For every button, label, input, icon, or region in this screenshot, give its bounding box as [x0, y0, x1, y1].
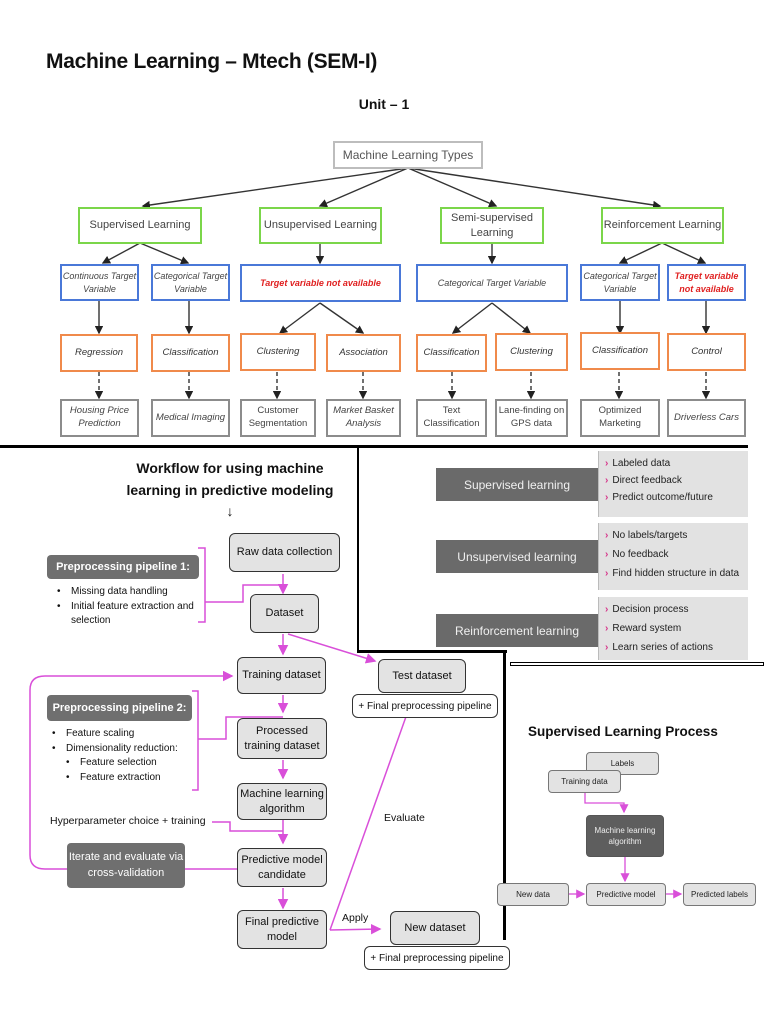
step-dataset: Dataset [250, 594, 319, 633]
step-new-dataset: New dataset [390, 911, 480, 945]
category-supervised: Supervised Learning [78, 207, 202, 244]
chevron-right-icon: › [605, 623, 609, 634]
task-control: Control [667, 333, 746, 371]
apply-label: Apply [342, 912, 369, 924]
example-housing-price: Housing Price Prediction [60, 399, 139, 437]
step-model-candidate: Predictive model candidate [237, 848, 327, 887]
chevron-right-icon: › [605, 475, 609, 486]
pipeline2-label: Preprocessing pipeline 2: [47, 695, 192, 721]
example-customer-segmentation: Customer Segmentation [240, 399, 316, 437]
chevron-right-icon: › [605, 604, 609, 615]
chevron-right-icon: › [605, 549, 609, 560]
step-raw-data: Raw data collection [229, 533, 340, 572]
target-not-available-rl: Target variable not available [667, 264, 746, 301]
target-categorical: Categorical Target Variable [151, 264, 230, 301]
list-item: Feature extraction [52, 771, 202, 786]
unit-heading: Unit – 1 [358, 96, 410, 112]
list-item: Feature selection [52, 756, 202, 771]
target-not-available: Target variable not available [240, 264, 401, 302]
step-ml-algorithm: Machine learning algorithm [237, 783, 327, 820]
type-reinforcement: Reinforcement learning [436, 614, 598, 647]
evaluate-label: Evaluate [384, 812, 425, 824]
task-clustering: Clustering [240, 333, 316, 371]
task-association: Association [326, 334, 401, 372]
list-item: ›Direct feedback [605, 475, 682, 486]
example-driverless-cars: Driverless Cars [667, 399, 746, 437]
type-unsupervised-points: ›No labels/targets ›No feedback ›Find hi… [598, 523, 748, 590]
example-lane-finding: Lane-finding on GPS data [495, 399, 568, 437]
slp-title: Supervised Learning Process [528, 724, 718, 739]
task-classification-semi: Classification [416, 334, 487, 372]
frame-line [503, 650, 506, 940]
example-market-basket: Market Basket Analysis [326, 399, 401, 437]
category-reinforcement: Reinforcement Learning [601, 207, 724, 244]
list-item: ›Find hidden structure in data [605, 568, 740, 579]
page-title: Machine Learning – Mtech (SEM-I) [46, 50, 378, 73]
example-text-classification: Text Classification [416, 399, 487, 437]
test-pipeline: + Final preprocessing pipeline [352, 694, 498, 718]
pipeline1-label: Preprocessing pipeline 1: [47, 555, 199, 579]
chevron-right-icon: › [605, 458, 609, 469]
chevron-right-icon: › [605, 492, 609, 503]
step-test-dataset: Test dataset [378, 659, 466, 693]
target-continuous: Continuous Target Variable [60, 264, 139, 301]
frame-line [357, 650, 507, 653]
list-item: Missing data handling [57, 585, 197, 600]
step-processed-dataset: Processed training dataset [237, 718, 327, 759]
chevron-right-icon: › [605, 642, 609, 653]
list-item: ›Predict outcome/future [605, 492, 713, 503]
step-final-model: Final predictive model [237, 910, 327, 949]
type-reinforcement-points: ›Decision process ›Reward system ›Learn … [598, 597, 748, 660]
frame-line [510, 662, 764, 666]
type-unsupervised: Unsupervised learning [436, 540, 598, 573]
slp-ml-algorithm: Machine learning algorithm [586, 815, 664, 857]
category-unsupervised: Unsupervised Learning [259, 207, 382, 244]
pipeline2-list: Feature scaling Dimensionality reduction… [52, 727, 202, 785]
type-supervised-points: ›Labeled data ›Direct feedback ›Predict … [598, 451, 748, 517]
task-classification-rl: Classification [580, 332, 660, 370]
slp-new-data: New data [497, 883, 569, 906]
chevron-right-icon: › [605, 530, 609, 541]
hyperparameter-label: Hyperparameter choice + training [50, 815, 206, 827]
task-regression: Regression [60, 334, 138, 372]
list-item: Initial feature extraction and selection [57, 600, 197, 629]
slp-labels: Labels [586, 752, 659, 775]
target-categorical-semi: Categorical Target Variable [416, 264, 568, 302]
example-medical-imaging: Medical Imaging [151, 399, 230, 437]
list-item: Dimensionality reduction: [52, 742, 202, 757]
arrow-down-icon: ↓ [226, 503, 234, 520]
list-item: ›No labels/targets [605, 530, 688, 541]
slp-predictive-model: Predictive model [586, 883, 666, 906]
target-categorical-rl: Categorical Target Variable [580, 264, 660, 301]
pipeline1-list: Missing data handling Initial feature ex… [57, 585, 197, 629]
chevron-right-icon: › [605, 568, 609, 579]
step-training-dataset: Training dataset [237, 657, 326, 694]
workflow-title: Workflow for using machine learning in p… [95, 458, 365, 523]
type-supervised: Supervised learning [436, 468, 598, 501]
slp-predicted-labels: Predicted labels [683, 883, 756, 906]
ml-types-root: Machine Learning Types [333, 141, 483, 169]
category-semi-supervised: Semi-supervised Learning [440, 207, 544, 244]
list-item: ›Decision process [605, 604, 689, 615]
section-divider [0, 445, 748, 448]
example-optimized-marketing: Optimized Marketing [580, 399, 660, 437]
list-item: ›Labeled data [605, 458, 671, 469]
list-item: ›Reward system [605, 623, 682, 634]
list-item: ›No feedback [605, 549, 669, 560]
taxonomy-connectors [94, 167, 711, 400]
list-item: Feature scaling [52, 727, 202, 742]
list-item: ›Learn series of actions [605, 642, 713, 653]
new-pipeline: + Final preprocessing pipeline [364, 946, 510, 970]
iterate-label: Iterate and evaluate via cross-validatio… [67, 843, 185, 888]
task-classification: Classification [151, 334, 230, 372]
task-clustering-semi: Clustering [495, 333, 568, 371]
slp-training-data: Training data [548, 770, 621, 793]
frame-line [357, 448, 359, 650]
